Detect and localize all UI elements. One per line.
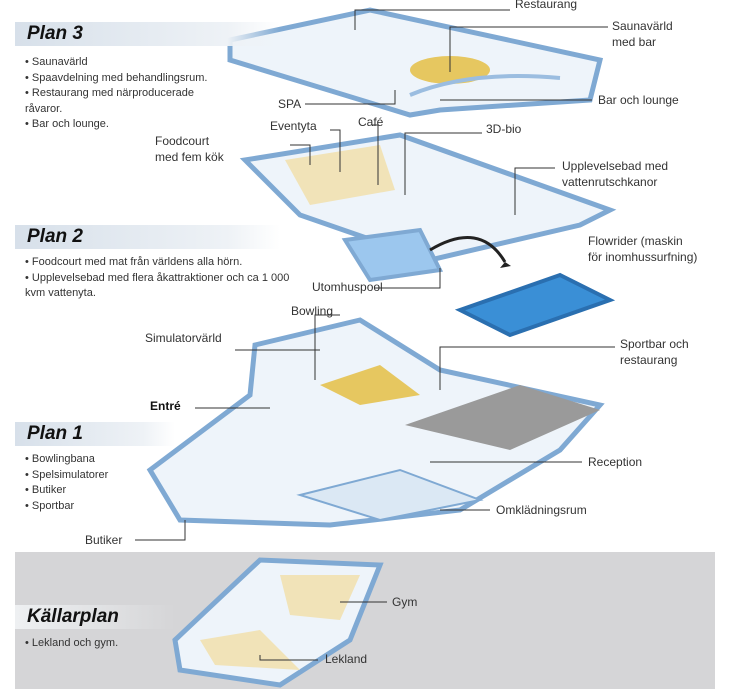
label-upplevelsebad: Upplevelsebad med vattenrutschkanor	[562, 159, 669, 189]
bullet: Butiker	[25, 483, 108, 499]
bullet: Upplevelsebad med flera åkattraktioner o…	[25, 271, 290, 302]
bullet: Bowlingbana	[25, 452, 108, 468]
label-reception: Reception	[588, 455, 643, 469]
label-utomhuspool: Utomhuspool	[312, 280, 383, 294]
label-sportbar: Sportbar och restaurang	[620, 337, 689, 367]
bullet: Restaurang med närproducerade råvaror.	[25, 86, 225, 117]
plan2-header: Plan 2	[15, 225, 280, 249]
label-gym: Gym	[392, 595, 418, 609]
label-entre: Entré	[150, 399, 181, 413]
plan3-header: Plan 3	[15, 22, 280, 46]
basement-header: Källarplan	[15, 605, 175, 629]
plan2-floor	[239, 132, 617, 338]
plan2-title: Plan 2	[27, 226, 83, 247]
label-flowrider: Flowrider (maskin för inomhussurfning)	[588, 234, 698, 264]
label-3d-bio: 3D-bio	[486, 122, 522, 136]
leader-lines	[135, 9, 615, 661]
label-foodcourt: Foodcourt med fem kök	[155, 134, 224, 164]
label-cafe: Café	[358, 115, 384, 129]
plan1-floor	[146, 317, 605, 528]
plan3-title: Plan 3	[27, 23, 83, 44]
basement-title: Källarplan	[27, 606, 119, 627]
bullet: Foodcourt med mat från världens alla hör…	[25, 255, 290, 271]
label-bar-lounge: Bar och lounge	[598, 93, 679, 107]
bullet: Sportbar	[25, 499, 108, 515]
plan3-bullets: Saunavärld Spaavdelning med behandlingsr…	[25, 55, 225, 133]
basement-floor	[172, 557, 384, 688]
plan1-header: Plan 1	[15, 422, 175, 446]
label-butiker: Butiker	[85, 533, 123, 547]
label-simulatorvarld: Simulatorvärld	[145, 331, 222, 345]
bullet: Spaavdelning med behandlingsrum.	[25, 71, 225, 87]
bullet: Saunavärld	[25, 55, 225, 71]
label-spa: SPA	[278, 97, 302, 111]
basement-bullets: Lekland och gym.	[25, 636, 118, 652]
label-eventyta: Eventyta	[270, 119, 317, 133]
label-lekland: Lekland	[325, 652, 368, 666]
bullet: Spelsimulatorer	[25, 468, 108, 484]
label-restaurang: Restaurang	[515, 0, 578, 11]
bullet: Bar och lounge.	[25, 117, 225, 133]
label-saunavarld: Saunavärld med bar	[612, 19, 673, 49]
plan1-title: Plan 1	[27, 423, 83, 444]
label-bowling: Bowling	[291, 304, 334, 318]
plan1-bullets: Bowlingbana Spelsimulatorer Butiker Spor…	[25, 452, 108, 514]
bullet: Lekland och gym.	[25, 636, 118, 652]
plan2-bullets: Foodcourt med mat från världens alla hör…	[25, 255, 290, 302]
label-omkladningsrum: Omklädningsrum	[496, 503, 587, 517]
